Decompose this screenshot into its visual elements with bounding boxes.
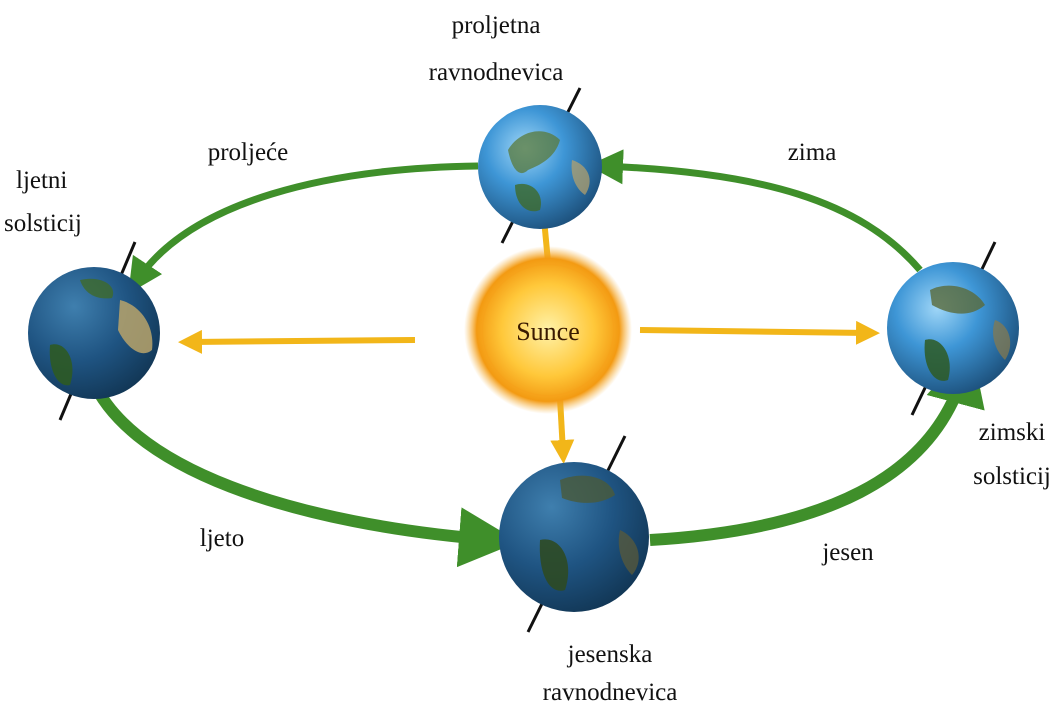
orbit-arrow-icon <box>650 368 965 540</box>
autumn-equinox-label-2: ravnodnevica <box>543 679 678 706</box>
summer-solstice-label-2: solsticij <box>4 210 82 237</box>
orbit-arrow-icon <box>136 166 478 282</box>
sun: Sunce <box>464 246 632 414</box>
summer-solstice-label-1: ljetni <box>16 167 67 194</box>
autumn-equinox-label-1: jesenska <box>567 641 653 668</box>
winter-solstice-label-2: solsticij <box>973 463 1051 490</box>
winter-solstice-label-1: zimski <box>979 419 1046 446</box>
season-winter-label: zima <box>788 139 837 166</box>
season-spring-label: proljeće <box>208 139 289 166</box>
sun-label: Sunce <box>516 317 580 346</box>
orbit-arrow-icon <box>602 166 920 270</box>
earth-spring-equinox <box>478 88 602 243</box>
season-summer-label: ljeto <box>200 525 244 552</box>
season-autumn-label: jesen <box>821 539 874 566</box>
orbit-arrow-icon <box>88 368 495 540</box>
earth-summer-solstice <box>28 242 160 420</box>
earth-winter-solstice <box>887 242 1019 415</box>
sunlight-arrow-icon <box>640 330 868 333</box>
sunlight-arrow-icon <box>190 340 415 342</box>
spring-equinox-label-1: proljetna <box>452 12 541 39</box>
spring-equinox-label-2: ravnodnevica <box>429 59 564 86</box>
earth-autumn-equinox <box>499 436 649 632</box>
